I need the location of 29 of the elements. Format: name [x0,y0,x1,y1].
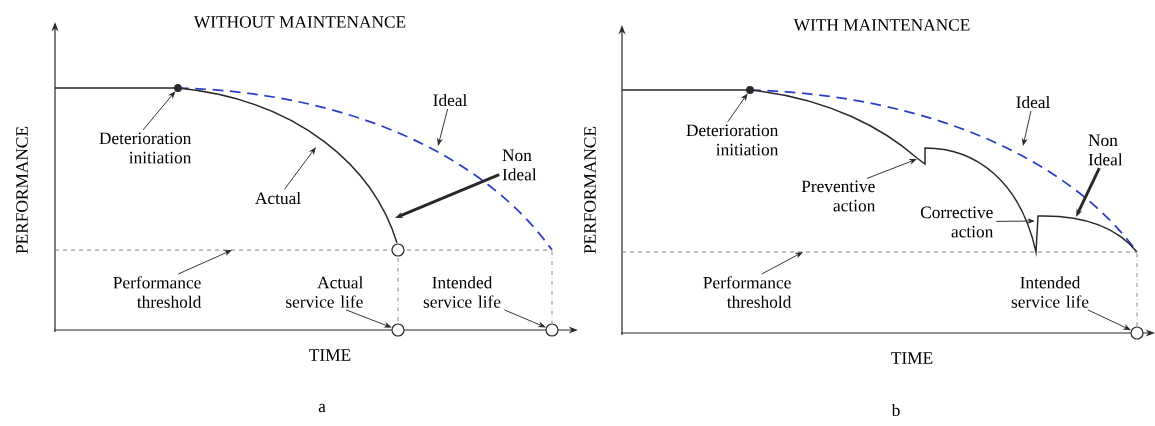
panel-label: a [318,403,326,413]
leader-arrow [503,309,546,328]
axis-label: TIME [309,349,351,361]
axis-label: TIME [891,352,933,364]
chart-title: WITHOUT MAINTENANCE [193,16,406,28]
callout-label: Actual service life [286,276,363,308]
panel-label: b [891,403,900,417]
point-marker [391,243,405,257]
point-marker [391,323,405,337]
callout-label: Intended service life [1011,276,1089,308]
threshold-line [54,249,553,251]
chart-title: WITH MAINTENANCE [793,19,970,31]
axis-label: PERFORMANCE [16,126,28,254]
callout-label: Intended service life [423,276,501,308]
leader-arrow [345,309,392,328]
leader-arrow [761,252,803,275]
leader-arrow [284,147,316,190]
leader-arrow [437,108,449,146]
callout-label: Actual [255,191,301,205]
callout-label: Performance threshold [113,276,202,308]
leader-arrow [142,91,176,131]
leader-arrow [1087,309,1131,331]
actual-curve [54,87,398,244]
axis-label: PERFORMANCE [584,126,596,254]
point-marker [545,323,559,337]
point-marker [1130,326,1144,340]
drop-line [551,250,553,324]
callout-label: Performance threshold [703,276,792,308]
leader-arrow [177,250,232,275]
